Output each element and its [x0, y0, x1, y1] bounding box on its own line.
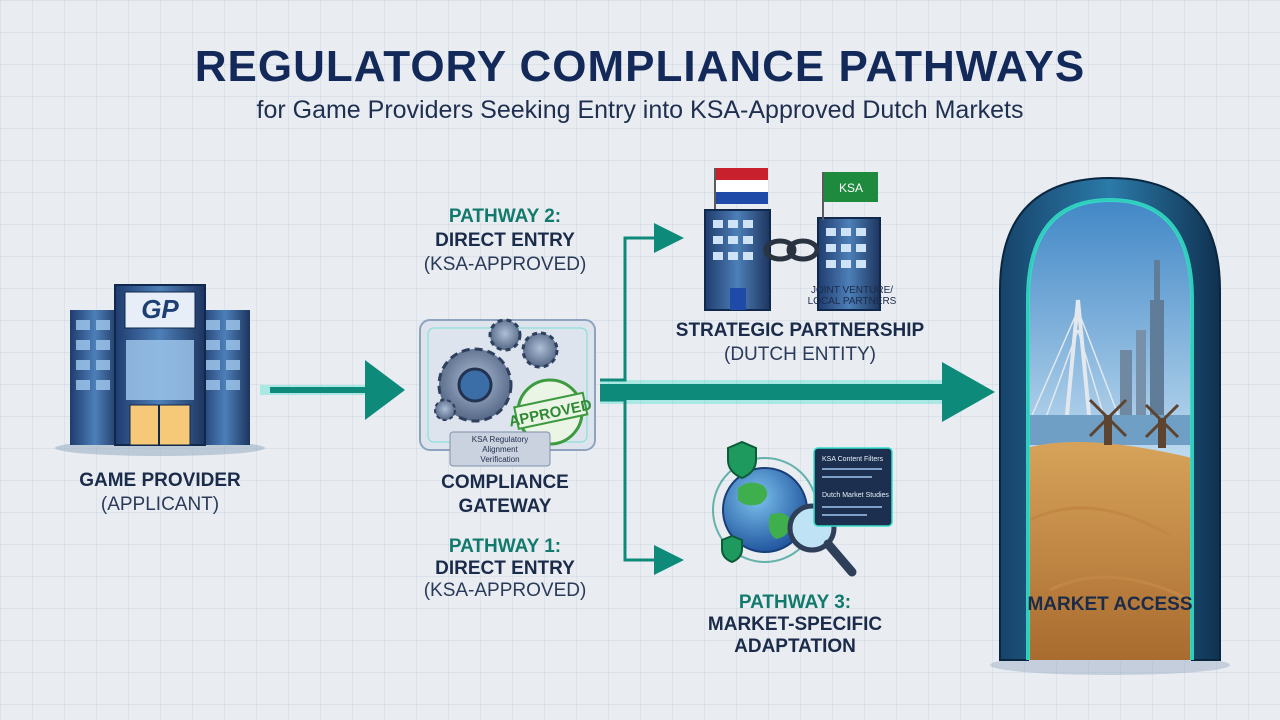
pathway2-line3: (KSA-APPROVED): [423, 254, 587, 275]
partner-flag-text: KSA: [839, 181, 863, 195]
partner-tag-line2: LOCAL PARTNERS: [808, 296, 897, 307]
market-panel-line2: Dutch Market Studies: [822, 492, 889, 499]
pathway3-line3: ADAPTATION: [734, 636, 856, 657]
gateway-panel-line3: Verification: [480, 455, 519, 464]
provider-badge: GP: [141, 294, 179, 324]
market-archway-icon: [990, 176, 1230, 675]
shield-icon: [721, 440, 757, 564]
pathway1-line3: (KSA-APPROVED): [423, 580, 587, 601]
page-title: REGULATORY COMPLIANCE PATHWAYS: [194, 42, 1086, 91]
pathway1-line2: DIRECT ENTRY: [435, 558, 575, 579]
market-studies-panel: [813, 447, 893, 527]
gateway-name-line1: COMPLIANCE: [441, 472, 569, 493]
pathway2-line2: DIRECT ENTRY: [435, 230, 575, 251]
gateway-panel-line2: Alignment: [482, 445, 518, 454]
partner-tag-line1: JOINT VENTURE/: [811, 285, 893, 296]
pathway3-label: PATHWAY 3:: [738, 592, 852, 613]
provider-building-icon: [55, 284, 265, 456]
gateway-verification-panel: [449, 431, 551, 467]
pathway3-line2: MARKET-SPECIFIC: [707, 614, 883, 635]
arrow-provider-to-gateway: [260, 360, 405, 420]
market-access-label: MARKET ACCESS: [1027, 594, 1193, 615]
page-subtitle: for Game Providers Seeking Entry into KS…: [256, 96, 1024, 124]
connector-pathway3: [600, 398, 684, 575]
arrow-gateway-to-market: [600, 362, 995, 422]
market-panel-line1: KSA Content Filters: [822, 456, 884, 463]
partnership-subtitle: (DUTCH ENTITY): [724, 344, 876, 365]
connector-pathway2: [600, 223, 684, 382]
partner-buildings-icon: [704, 168, 881, 311]
gear-icon: [434, 318, 559, 423]
approved-stamp-icon: [513, 378, 589, 446]
pathway1-label: PATHWAY 1:: [448, 536, 562, 557]
provider-role: (APPLICANT): [100, 494, 220, 515]
gateway-name-line2: GATEWAY: [458, 496, 552, 517]
provider-name: GAME PROVIDER: [79, 470, 241, 491]
partnership-title: STRATEGIC PARTNERSHIP: [675, 320, 925, 341]
gateway-panel-line1: KSA Regulatory: [472, 435, 528, 444]
pathway2-label: PATHWAY 2:: [448, 206, 562, 227]
